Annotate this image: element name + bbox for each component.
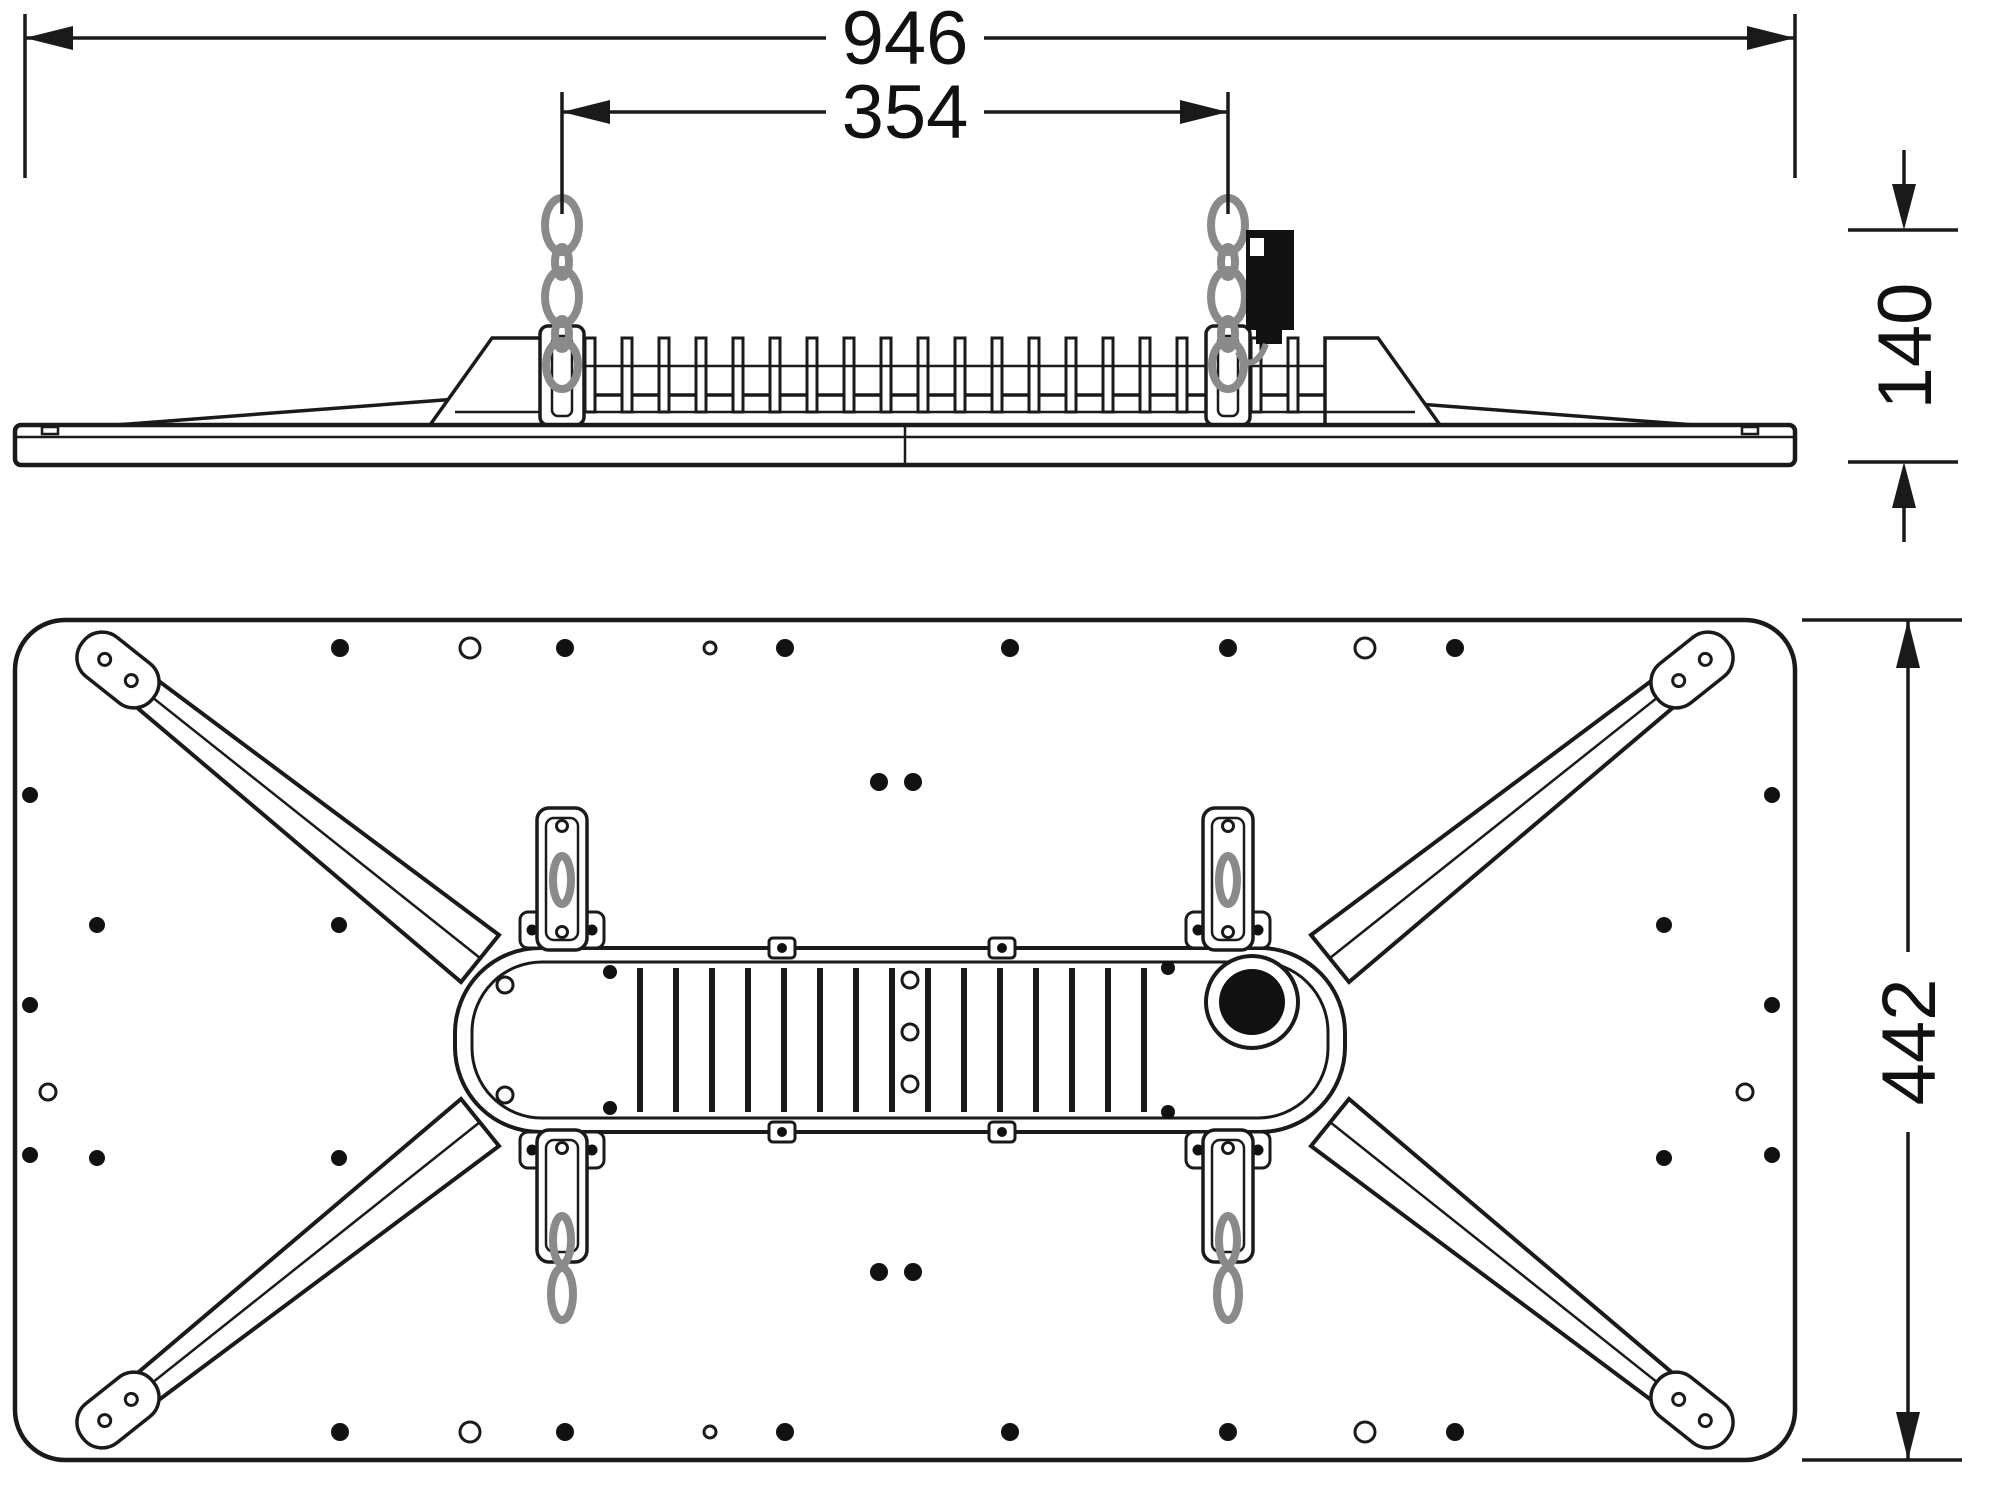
dimension-label-overall-width: 946 — [842, 0, 969, 81]
corner-plate-top-right — [1649, 630, 1735, 710]
arrowhead-down — [1896, 1412, 1920, 1460]
dimension-label-depth: 442 — [1867, 979, 1952, 1106]
arrowhead-left — [562, 100, 610, 124]
arrowhead-left — [25, 26, 73, 50]
corner-plates — [75, 630, 1735, 1450]
arrowhead-right — [1180, 100, 1228, 124]
gear-tray — [453, 936, 1347, 1144]
mounting-rail-top-right — [1201, 806, 1255, 952]
gear-tray-tabs — [767, 936, 1017, 1144]
gear-tray-ribs — [637, 968, 1147, 1112]
arrowhead-right — [1747, 26, 1795, 50]
dimension-depth: 442 — [1802, 618, 1962, 1462]
mounting-holes — [22, 636, 1780, 1444]
dimension-overall-width: 946 — [23, 0, 1797, 178]
dimension-height: 140 — [1848, 150, 1958, 542]
arrowhead-up — [1892, 462, 1916, 508]
mounting-rail-bottom-left — [535, 1128, 589, 1264]
mounting-rail-top-left — [535, 806, 589, 952]
power-connector — [1235, 230, 1294, 366]
corner-plate-top-left — [75, 630, 161, 710]
cross-braces — [105, 655, 1705, 1426]
end-screw-left — [40, 425, 60, 436]
arrowhead-down — [1892, 184, 1916, 230]
cable-gland — [1204, 954, 1300, 1050]
mounting-rail-bottom-right — [1201, 1128, 1255, 1264]
arrowhead-up — [1896, 620, 1920, 668]
plan-view — [12, 617, 1798, 1463]
gear-tray-inner — [470, 960, 1330, 1120]
heatsink-fins — [546, 336, 1300, 414]
mounting-rails — [535, 806, 1255, 1264]
corner-plate-bottom-left — [75, 1370, 161, 1450]
dimension-suspension-spacing: 354 — [560, 70, 1230, 214]
heatsink-base — [453, 393, 1417, 427]
dimension-label-suspension-spacing: 354 — [842, 70, 969, 155]
corner-plate-bottom-right — [1649, 1370, 1735, 1450]
end-screw-right — [1740, 425, 1760, 436]
connector-cable — [1235, 342, 1269, 366]
dimension-label-height: 140 — [1863, 283, 1948, 410]
plan-chain-links — [547, 852, 1243, 1324]
side-view — [12, 194, 1798, 468]
